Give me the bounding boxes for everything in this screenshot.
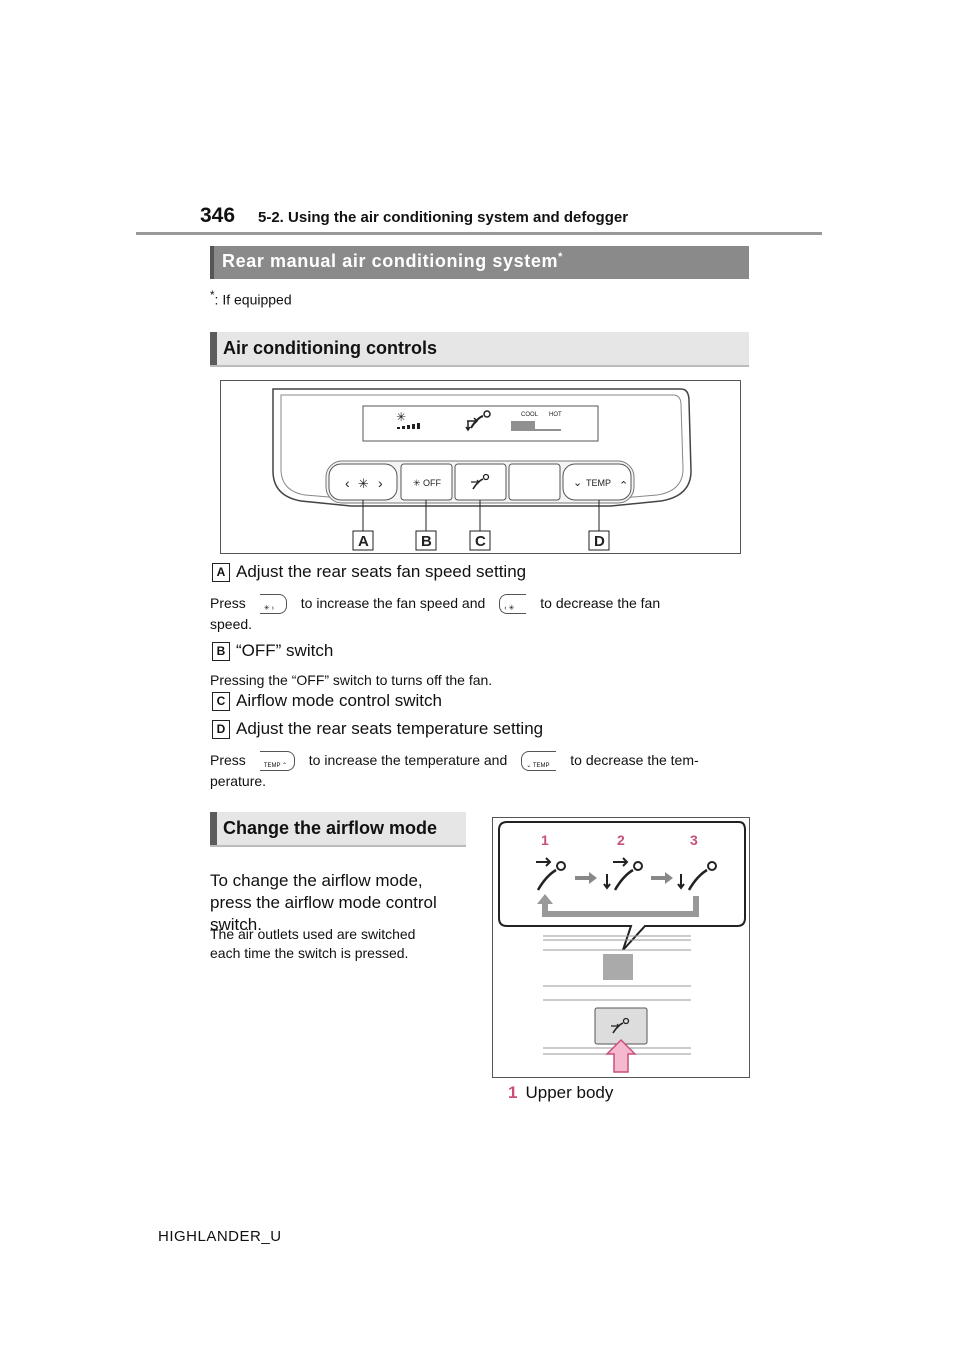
fan-decrease-icon: ‹ ✳: [499, 594, 527, 615]
controls-heading-band: Air conditioning controls: [210, 332, 749, 367]
item-d-desc-3: to decrease the tem-: [570, 752, 699, 768]
item-b-label: B: [212, 641, 230, 661]
item-a: A Adjust the rear seats fan speed settin…: [212, 562, 526, 582]
airflow-heading-band: Change the airflow mode: [210, 812, 466, 847]
item-b-title: “OFF” switch: [236, 641, 334, 660]
svg-text:⌄: ⌄: [573, 477, 582, 489]
item-a-desc-3: to decrease the fan: [540, 595, 661, 611]
item-c: C Airflow mode control switch: [212, 691, 442, 711]
svg-text:✳: ✳: [413, 478, 421, 488]
airflow-mode-illustration: 1 2 3: [498, 821, 746, 1073]
temp-increase-icon-text: TEMP: [263, 763, 281, 770]
callout-b: B: [421, 533, 432, 550]
svg-text:‹: ‹: [345, 475, 350, 491]
mode-feet-icon: [677, 861, 717, 891]
airflow-note-2: each time the switch is pressed.: [210, 945, 409, 961]
footer-model: HIGHLANDER_U: [158, 1228, 282, 1245]
callout-c: C: [475, 533, 486, 550]
item-b: B “OFF” switch: [212, 641, 333, 661]
item-a-title: Adjust the rear seats fan speed setting: [236, 562, 527, 581]
footnote-text: : If equipped: [214, 291, 292, 308]
section-title: Rear manual air conditioning system: [222, 251, 559, 271]
item-a-desc-4: speed.: [210, 616, 253, 633]
item-c-label: C: [212, 691, 230, 711]
item-d-desc-4: perature.: [210, 773, 267, 790]
item-a-label: A: [212, 562, 230, 582]
airflow-heading: Change the airflow mode: [223, 818, 438, 838]
item-b-desc: Pressing the “OFF” switch to turns off t…: [210, 672, 493, 688]
footnote-mark: *: [210, 289, 215, 302]
controls-heading: Air conditioning controls: [223, 338, 437, 358]
airflow-note: The air outlets used are switched each t…: [210, 925, 480, 963]
temp-button[interactable]: [562, 463, 632, 501]
airflow-list-item-1: 1 Upper body: [508, 1083, 613, 1103]
temp-decrease-icon: ⌄ TEMP: [521, 751, 557, 772]
svg-text:✳: ✳: [358, 476, 369, 491]
svg-text:✳: ✳: [396, 410, 406, 424]
item-a-desc: Press ✳ › to increase the fan speed and ‹ ✳…: [210, 593, 750, 634]
svg-text:⌃: ⌃: [619, 480, 628, 492]
page-number: 346: [200, 204, 236, 227]
airflow-instruction-1: To change the airflow mode,: [210, 871, 423, 890]
temp-increase-icon: TEMP ⌃: [259, 751, 295, 772]
section-title-band: Rear manual air conditioning system*: [210, 246, 749, 279]
mode-bi-level-icon: [603, 857, 643, 891]
airflow-mode-button[interactable]: [454, 463, 507, 501]
svg-text:›: ›: [378, 475, 383, 491]
header-rule: [136, 232, 822, 235]
mode-number-3: 3: [690, 832, 698, 848]
item-d-desc: Press TEMP ⌃ to increase the temperature a…: [210, 750, 750, 791]
callout-a: A: [358, 533, 369, 550]
item-d-label: D: [212, 719, 230, 739]
item-d-desc-2: to increase the temperature and: [308, 752, 508, 768]
display-hot-label: HOT: [549, 412, 562, 418]
airflow-switch[interactable]: [594, 1007, 648, 1045]
footnote: *: If equipped: [210, 289, 292, 308]
airflow-figure: 1 2 3: [492, 817, 750, 1078]
temp-button-label: TEMP: [586, 478, 611, 488]
blank-button[interactable]: [508, 463, 561, 501]
item-a-desc-2: to increase the fan speed and: [300, 595, 486, 611]
section-title-mark: *: [558, 251, 563, 263]
chapter-title: 5-2. Using the air conditioning system a…: [258, 209, 629, 226]
airflow-instruction-3: switch.: [210, 915, 262, 934]
mode-upper-body-icon: [536, 857, 566, 891]
control-panel-figure: ✳ COOL HOT ‹ ✳ › ✳ OFF ⌄ TEMP ⌃: [220, 380, 741, 554]
airflow-instruction: To change the airflow mode, press the ai…: [210, 870, 480, 936]
item-d-title: Adjust the rear seats temperature settin…: [236, 719, 544, 738]
airflow-list-num-1: 1: [508, 1083, 518, 1102]
display-cool-label: COOL: [521, 412, 539, 418]
item-d: D Adjust the rear seats temperature sett…: [212, 719, 543, 739]
callout-d: D: [594, 533, 605, 550]
airflow-note-1: The air outlets used are switched: [210, 926, 416, 942]
airflow-instruction-2: press the airflow mode control: [210, 893, 437, 912]
item-c-title: Airflow mode control switch: [236, 691, 442, 710]
mode-number-1: 1: [541, 832, 549, 848]
control-panel-illustration: ✳ COOL HOT ‹ ✳ › ✳ OFF ⌄ TEMP ⌃: [272, 388, 692, 551]
temp-decrease-icon-text: TEMP: [532, 763, 550, 770]
fan-increase-icon: ✳ ›: [259, 594, 287, 615]
item-a-desc-1: Press: [210, 595, 246, 611]
off-button-label: OFF: [423, 478, 441, 488]
item-d-desc-1: Press: [210, 752, 246, 768]
press-arrow-icon: [605, 1038, 637, 1073]
mode-number-2: 2: [617, 832, 625, 848]
airflow-list-text-1: Upper body: [525, 1083, 614, 1102]
